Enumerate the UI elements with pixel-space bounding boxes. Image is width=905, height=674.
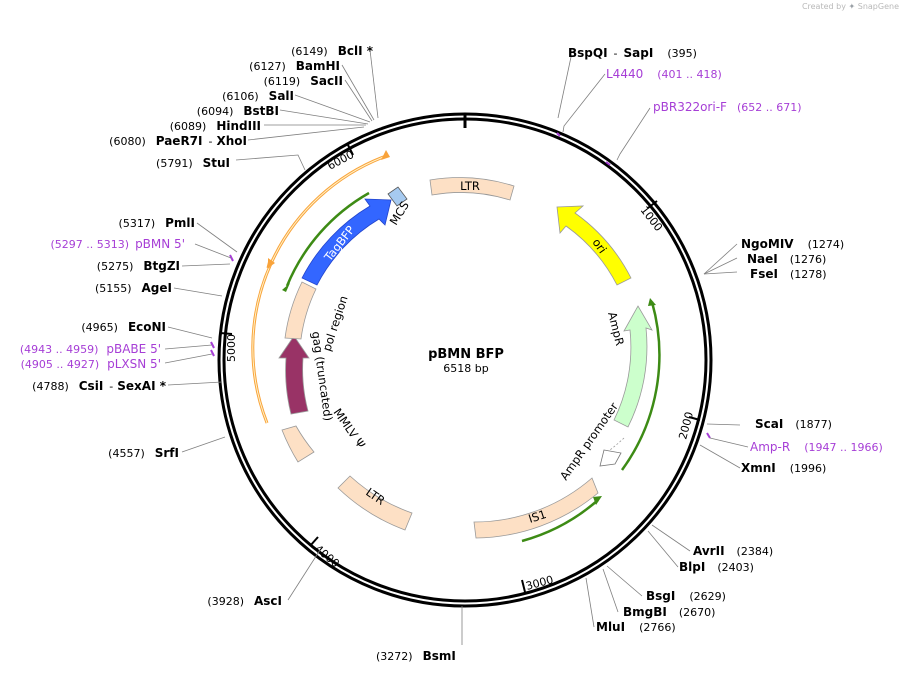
site-sacii: (6119)SacII <box>264 74 343 88</box>
ampr-label: AmpR <box>605 310 627 347</box>
primer-pbabe-5: (4943 .. 4959)pBABE 5' <box>20 342 161 356</box>
ltr-top-label: LTR <box>460 179 480 193</box>
site-sali: (6106)SalI <box>222 89 294 103</box>
site-labels-right: BspQI-SapI(395) NgoMIV(1274) NaeI(1276) … <box>376 46 844 663</box>
orf-arrowhead <box>381 150 390 160</box>
site-bamhi: (6127)BamHI <box>249 59 340 73</box>
site-csii: (4788)CsiI-SexAI * <box>32 379 167 393</box>
plasmid-length: 6518 bp <box>443 362 488 375</box>
site-bspqi: BspQI-SapI(395) <box>568 46 697 60</box>
leader-lines <box>164 49 749 645</box>
tagbfp-translation-arc <box>285 191 370 287</box>
site-agei: (5155)AgeI <box>95 281 172 295</box>
site-bsmi: (3272)BsmI <box>376 649 456 663</box>
credit-brand: SnapGene <box>857 2 899 11</box>
credit-prefix: Created by <box>801 2 846 11</box>
primer-marks <box>210 132 711 439</box>
primer-pbr322ori-f: pBR322ori-F(652 .. 671) <box>653 100 802 114</box>
ampr-promoter-dots <box>609 437 625 451</box>
site-xmni: XmnI(1996) <box>741 461 826 475</box>
site-asci: (3928)AscI <box>207 594 282 608</box>
features: LTR ori AmpR AmpR promoter IS1 LTR MMLV … <box>278 177 653 539</box>
site-econi: (4965)EcoNI <box>81 320 166 334</box>
plasmid-name: pBMN BFP <box>428 347 504 362</box>
gag-truncated-feature <box>278 335 310 415</box>
ltr-bottom-feature <box>337 475 413 531</box>
ltr-top-feature <box>429 177 515 201</box>
ampr-promoter-label: AmpR promoter <box>557 400 621 483</box>
ori-feature <box>556 205 632 286</box>
is1-label: IS1 <box>527 507 548 526</box>
primer-plxsn-5: (4905 .. 4927)pLXSN 5' <box>21 357 161 371</box>
is1-translation-arc <box>521 499 599 543</box>
ampr-translation-arc <box>620 301 661 471</box>
site-bstbi: (6094)BstBI <box>197 104 279 118</box>
site-bmgbi: BmgBI(2670) <box>623 605 715 619</box>
site-avrii: AvrII(2384) <box>693 544 773 558</box>
site-bcli: (6149)BclI * <box>291 44 374 58</box>
is1-feature <box>473 477 599 539</box>
plasmid-backbone <box>217 112 713 608</box>
site-bsgi: BsgI(2629) <box>646 589 726 603</box>
site-paer7i: (6080)PaeR7I-XhoI <box>109 134 247 148</box>
ampr-promoter-feature <box>599 449 622 467</box>
mcs-feature <box>387 186 408 207</box>
site-pmli: (5317)PmlI <box>119 216 195 230</box>
translation-arrowhead <box>282 283 290 292</box>
site-ngomiv: NgoMIV(1274) <box>741 237 844 251</box>
site-blpi: BlpI(2403) <box>679 560 754 574</box>
mmlv-psi-label: MMLV Ψ <box>331 406 369 451</box>
site-scai: ScaI(1877) <box>755 417 832 431</box>
tick-label-6000: 6000 <box>325 148 356 173</box>
ampr-feature <box>613 305 653 428</box>
site-srfi: (4557)SrfI <box>108 446 179 460</box>
site-mlui: MluI(2766) <box>596 620 676 634</box>
site-hindiii: (6089)HindIII <box>170 119 261 133</box>
pol-region-label: pol region <box>320 294 351 353</box>
mmlv-psi-feature <box>281 425 315 463</box>
pol-region-feature <box>284 281 317 340</box>
primer-pbmn-5: (5297 .. 5313)pBMN 5' <box>51 237 186 251</box>
primer-amp-r: Amp-R(1947 .. 1966) <box>750 440 883 454</box>
tagbfp-feature <box>301 198 392 286</box>
orf-arcs <box>251 150 661 543</box>
snapgene-credit: Created by ✦ SnapGene <box>802 2 899 11</box>
primer-l4440: L4440(401 .. 418) <box>606 67 722 81</box>
snapgene-logo-icon: ✦ <box>848 2 856 11</box>
site-stui: (5791)StuI <box>156 156 230 170</box>
site-btgzi: (5275)BtgZI <box>97 259 180 273</box>
site-fsei: FseI(1278) <box>750 267 827 281</box>
site-labels-left: (6149)BclI * (6127)BamHI (6119)SacII (61… <box>32 44 374 608</box>
tick-label-5000: 5000 <box>225 334 238 362</box>
primer-labels: L4440(401 .. 418) pBR322ori-F(652 .. 671… <box>20 67 883 454</box>
site-naei: NaeI(1276) <box>747 252 826 266</box>
